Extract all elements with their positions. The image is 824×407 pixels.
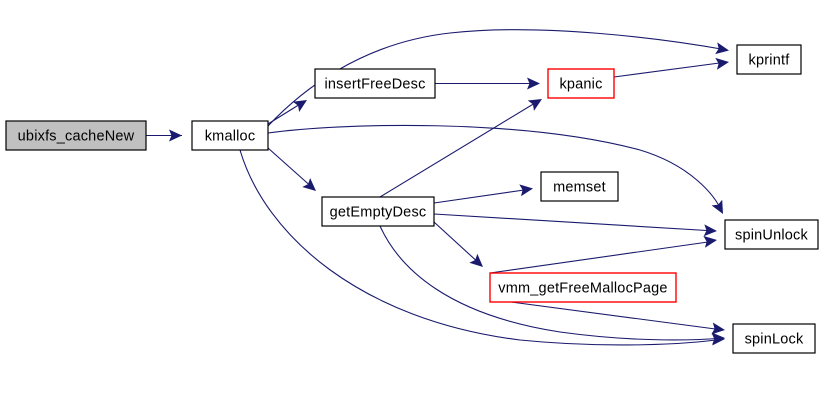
node-spinLock[interactable]: spinLock — [732, 323, 816, 354]
node-kpanic[interactable]: kpanic — [547, 68, 615, 99]
node-insertFreeDesc[interactable]: insertFreeDesc — [314, 68, 436, 99]
node-box-spinLock[interactable] — [732, 323, 816, 354]
node-kprintf[interactable]: kprintf — [736, 44, 802, 75]
node-box-kprintf[interactable] — [736, 44, 802, 75]
node-ubixfs_cacheNew[interactable]: ubixfs_cacheNew — [5, 120, 147, 151]
node-box-insertFreeDesc[interactable] — [314, 68, 436, 99]
arrowhead-icon — [469, 253, 483, 267]
call-edge-kmalloc-to-spinUnlock — [267, 124, 723, 213]
node-box-kpanic[interactable] — [547, 68, 615, 99]
node-box-kmalloc[interactable] — [191, 120, 269, 151]
arrowhead-icon — [527, 77, 540, 90]
node-label-kpanic: kpanic — [559, 76, 602, 92]
call-edge-getEmptyDesc-to-spinUnlock — [433, 213, 716, 232]
arrowheads-layer — [169, 42, 729, 346]
node-label-spinUnlock: spinUnlock — [735, 227, 808, 243]
node-label-kmalloc: kmalloc — [205, 128, 256, 144]
arrowhead-icon — [169, 129, 182, 142]
call-edge-getEmptyDesc-to-spinLock — [379, 225, 724, 341]
node-label-vmm_getFreeMallocPage: vmm_getFreeMallocPage — [498, 280, 667, 296]
nodes-layer: ubixfs_cacheNew kmalloc insertFreeDesc kpan… — [5, 44, 819, 354]
arrowhead-icon — [715, 57, 729, 70]
arrowhead-icon — [527, 99, 542, 111]
node-label-ubixfs_cacheNew: ubixfs_cacheNew — [18, 128, 135, 144]
call-edge-vmm_getFreeMallocPage-to-spinUnlock — [489, 240, 716, 274]
arrowhead-icon — [711, 332, 725, 345]
node-box-ubixfs_cacheNew[interactable] — [5, 120, 147, 151]
call-edge-kmalloc-to-kprintf — [267, 29, 728, 127]
arrowhead-icon — [302, 177, 316, 191]
arrowhead-icon — [519, 184, 533, 197]
node-label-spinLock: spinLock — [745, 331, 804, 347]
edges-layer — [146, 29, 728, 346]
node-vmm_getFreeMallocPage[interactable]: vmm_getFreeMallocPage — [489, 272, 677, 303]
arrowhead-icon — [711, 322, 725, 335]
node-box-vmm_getFreeMallocPage[interactable] — [489, 272, 677, 303]
call-edge-kmalloc-to-spinLock — [239, 149, 724, 346]
call-edge-kmalloc-to-getEmptyDesc — [267, 147, 315, 190]
node-label-memset: memset — [553, 179, 606, 195]
arrowhead-icon — [715, 42, 729, 55]
node-box-spinUnlock[interactable] — [724, 219, 819, 250]
call-edge-getEmptyDesc-to-memset — [433, 188, 532, 204]
node-box-memset[interactable] — [540, 171, 619, 202]
call-edge-getEmptyDesc-to-vmm_getFreeMallocPage — [433, 221, 482, 266]
arrowhead-icon — [703, 224, 717, 237]
call-edge-vmm_getFreeMallocPage-to-spinLock — [510, 301, 724, 331]
call-edge-kpanic-to-kprintf — [613, 61, 728, 78]
node-spinUnlock[interactable]: spinUnlock — [724, 219, 819, 250]
arrowhead-icon — [711, 199, 723, 214]
node-getEmptyDesc[interactable]: getEmptyDesc — [321, 196, 435, 227]
call-edge-getEmptyDesc-to-kpanic — [379, 99, 541, 198]
arrowhead-icon — [703, 235, 717, 248]
node-box-getEmptyDesc[interactable] — [321, 196, 435, 227]
node-kmalloc[interactable]: kmalloc — [191, 120, 269, 151]
node-memset[interactable]: memset — [540, 171, 619, 202]
node-label-kprintf: kprintf — [749, 52, 791, 68]
node-label-getEmptyDesc: getEmptyDesc — [330, 204, 427, 220]
arrowhead-icon — [292, 100, 307, 112]
node-label-insertFreeDesc: insertFreeDesc — [324, 76, 425, 92]
